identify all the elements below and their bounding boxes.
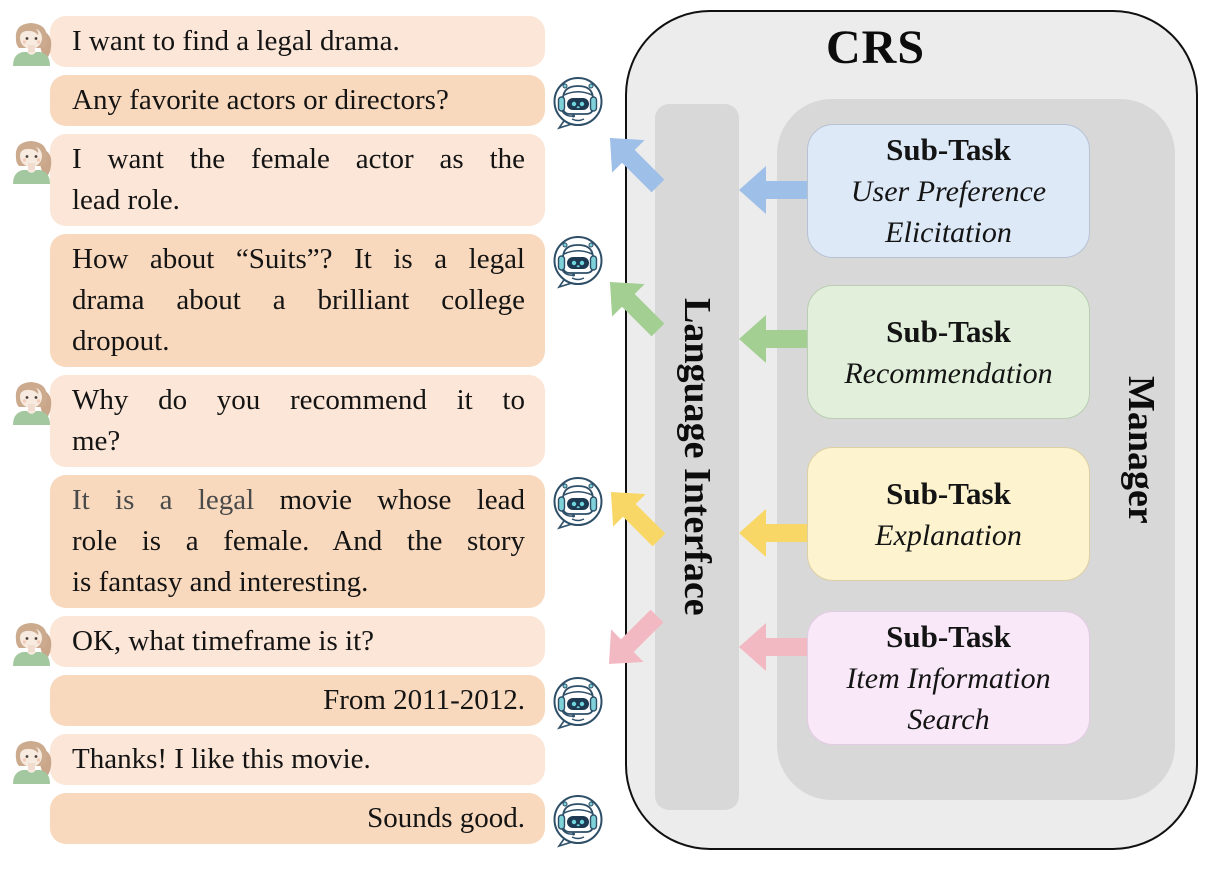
arrow-manager-to-interface-explanation — [739, 509, 811, 557]
chat-bubble: It is a legal movie whose lead role is a … — [50, 475, 545, 608]
subtask-heading: Sub-Task — [886, 313, 1011, 349]
robot-chat-icon — [550, 234, 605, 289]
chat-text-line: From 2011-2012. — [323, 684, 525, 716]
chat-message-bot: Any favorite actors or directors? — [8, 75, 612, 130]
chat-text-line: OK, what timeframe is it? — [72, 625, 374, 657]
robot-chat-icon — [550, 793, 605, 848]
language-interface-bar: Language Interface — [655, 104, 739, 810]
subtask-heading: Sub-Task — [886, 475, 1011, 511]
woman-avatar-graphic — [13, 141, 52, 184]
chat-bubble: Why do you recommend it to me? — [50, 375, 545, 467]
chat-bubble: OK, what timeframe is it? — [50, 616, 545, 667]
robot-chat-icon — [550, 75, 605, 130]
chat-message-user: OK, what timeframe is it? — [8, 616, 612, 667]
arrow-interface-to-chat-item-information-search — [593, 600, 674, 681]
subtask-name-line: Explanation — [875, 518, 1022, 552]
arrow-interface-to-chat-explanation — [595, 476, 676, 557]
chat-message-bot: It is a legal movie whose lead role is a … — [8, 475, 612, 608]
chat-bubble: Sounds good. — [50, 793, 545, 844]
robot-chat-icon-graphic — [553, 477, 603, 530]
crs-title: CRS — [825, 21, 926, 74]
chat-text-line: dropout. — [72, 325, 170, 357]
chat-bubble: Any favorite actors or directors? — [50, 75, 545, 126]
user-avatar — [8, 736, 56, 784]
robot-chat-icon-graphic — [553, 77, 603, 130]
chat-text-line: Why do you recommend it to — [72, 384, 525, 416]
robot-chat-icon-graphic — [553, 236, 603, 289]
woman-avatar-graphic — [13, 23, 52, 66]
subtask-name-line: User Preference — [850, 175, 1047, 208]
subtask-name-line: Search — [907, 703, 990, 736]
chat-message-user: Why do you recommend it to me? — [8, 375, 612, 467]
subtask-heading: Sub-Task — [886, 619, 1011, 654]
chat-text-line: lead role. — [72, 184, 180, 216]
chat-text-line: drama about a brilliant college — [72, 284, 525, 316]
user-avatar — [8, 377, 56, 425]
subtask-heading: Sub-Task — [886, 132, 1011, 167]
chat-message-bot: From 2011-2012. — [8, 675, 612, 730]
chat-text-line: I want to find a legal drama. — [72, 25, 400, 57]
arrow-interface-to-chat-recommendation — [594, 266, 675, 347]
chat-text-line: me? — [72, 425, 121, 457]
chat-text-line: is fantasy and interesting. — [72, 566, 369, 598]
user-avatar — [8, 18, 56, 66]
arrow-manager-to-interface-user-preference-elicitation — [739, 166, 811, 214]
subtask-name-line: Item Information — [846, 662, 1051, 695]
user-avatar — [8, 618, 56, 666]
chat-bubble: How about “Suits”? It is a legal drama ab… — [50, 234, 545, 367]
robot-chat-icon — [550, 475, 605, 530]
chat-message-bot: How about “Suits”? It is a legal drama ab… — [8, 234, 612, 367]
chat-text-line: Sounds good. — [367, 802, 525, 834]
arrow-interface-to-chat-user-preference-elicitation — [594, 122, 675, 203]
chat-message-user: Thanks! I like this movie. — [8, 734, 612, 785]
chat-message-user: I want the female actor as the lead role. — [8, 134, 612, 226]
manager-label: Manager — [1120, 375, 1162, 524]
manager-label-wrap: Manager — [1119, 99, 1163, 800]
woman-avatar-graphic — [13, 382, 52, 425]
chat-bubble: I want the female actor as the lead role. — [50, 134, 545, 226]
highlighted-phrase: It is a legal — [72, 484, 255, 516]
robot-chat-icon — [550, 675, 605, 730]
chat-text-line: I want the female actor as the — [72, 143, 525, 175]
subtask-name-line: Recommendation — [844, 356, 1053, 390]
robot-chat-icon-graphic — [553, 795, 603, 848]
woman-avatar-graphic — [13, 623, 52, 666]
woman-avatar-graphic — [13, 741, 52, 784]
chat-text-line: How about “Suits”? It is a legal — [72, 243, 525, 275]
user-avatar — [8, 136, 56, 184]
chat-text-line: role is a female. And the story — [72, 525, 525, 557]
chat-bubble: Thanks! I like this movie. — [50, 734, 545, 785]
chat-text-line: Thanks! I like this movie. — [72, 743, 371, 775]
chat-bubble: From 2011-2012. — [50, 675, 545, 726]
chat-panel: I want to find a legal drama. Any favori… — [8, 16, 612, 848]
language-interface-label: Language Interface — [676, 298, 718, 616]
arrow-manager-to-interface-recommendation — [739, 315, 811, 363]
subtask-name-line: Elicitation — [885, 216, 1012, 249]
robot-chat-icon-graphic — [553, 677, 603, 730]
chat-text-line: It is a legal movie whose lead — [72, 484, 525, 516]
chat-message-user: I want to find a legal drama. — [8, 16, 612, 67]
chat-text-line: Any favorite actors or directors? — [72, 84, 449, 116]
chat-message-bot: Sounds good. — [8, 793, 612, 848]
arrow-manager-to-interface-item-information-search — [739, 623, 811, 671]
chat-bubble: I want to find a legal drama. — [50, 16, 545, 67]
